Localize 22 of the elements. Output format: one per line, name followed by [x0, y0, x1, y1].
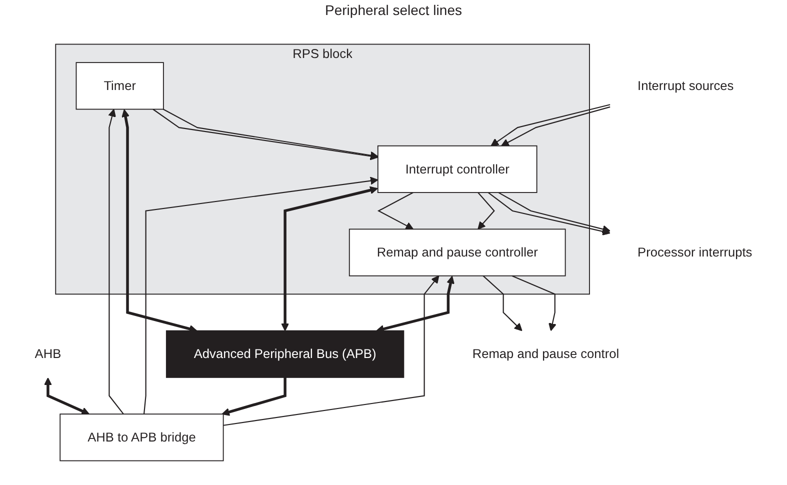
node-box: Timer	[76, 62, 164, 110]
arrow	[376, 276, 455, 333]
arrow	[222, 377, 286, 416]
node-box: Interrupt controller	[377, 145, 538, 193]
arrow	[122, 109, 198, 333]
node-text: Interrupt sources	[638, 78, 734, 93]
node-text: Remap and pause control	[472, 346, 620, 361]
node-box: AHB to APB bridge	[60, 414, 224, 462]
arrow	[223, 275, 440, 426]
note-label: Peripheral select lines	[324, 1, 463, 20]
arrow	[108, 108, 124, 414]
node-box: Remap and pause controller	[348, 228, 566, 276]
node-text: AHB	[34, 346, 62, 361]
node-text: Processor interrupts	[638, 244, 752, 260]
arrow	[478, 192, 495, 230]
arrow	[44, 377, 90, 415]
arrow	[377, 192, 414, 230]
arrow	[143, 176, 378, 414]
arrow	[512, 275, 556, 332]
arrow	[281, 186, 378, 332]
arrow	[482, 275, 522, 332]
node-box: Advanced Peripheral Bus (APB)	[166, 330, 404, 378]
